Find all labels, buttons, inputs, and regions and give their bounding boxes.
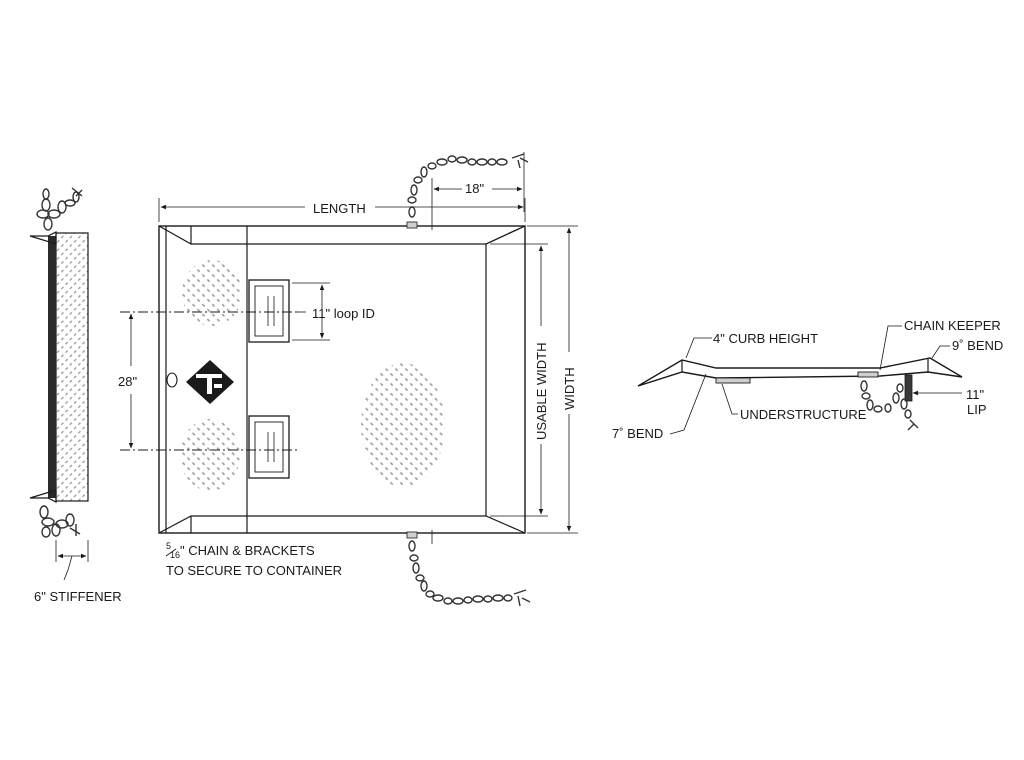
chain-profile	[860, 380, 919, 431]
lip-block	[904, 374, 913, 402]
bottom-bevel	[158, 515, 526, 534]
edge-view: 6" STIFFENER	[29, 187, 122, 604]
brand-logo	[186, 360, 234, 404]
stiffener-plate	[55, 232, 89, 502]
hand-hole	[166, 372, 178, 388]
understructure-block	[715, 377, 751, 384]
chain-bottom-plan	[408, 540, 531, 607]
chain-keeper-label: CHAIN KEEPER	[904, 318, 1001, 333]
lip-word-label: LIP	[967, 402, 987, 417]
length-label: LENGTH	[313, 201, 366, 216]
top-lip	[29, 231, 57, 245]
chain-brackets-line2: TO SECURE TO CONTAINER	[166, 563, 342, 578]
tread-patch-3	[361, 363, 445, 487]
usable-width-label: USABLE WIDTH	[534, 342, 549, 440]
chain-top-plan	[407, 152, 529, 218]
chain-spacing-label: 18"	[465, 181, 484, 196]
tread-patch-1	[182, 260, 242, 326]
chain-bottom-left	[39, 505, 81, 538]
bend-9-label: 9˚ BEND	[952, 338, 1003, 353]
curb-height-label: 4" CURB HEIGHT	[713, 331, 818, 346]
chain-keeper-block	[857, 371, 879, 378]
loop-spacing-label: 28"	[118, 374, 137, 389]
edge-bar	[48, 236, 56, 498]
forklift-loop-top	[248, 279, 290, 343]
bottom-lip	[29, 489, 57, 503]
chain-fraction-numerator: 5	[166, 541, 171, 551]
bend-7-label: 7˚ BEND	[612, 426, 663, 441]
chain-top-left	[36, 187, 83, 231]
ramp-profile	[637, 357, 963, 387]
loop-id-label: 11" loop ID	[312, 306, 375, 321]
understructure-label: UNDERSTRUCTURE	[740, 407, 867, 422]
forklift-loop-bottom	[248, 415, 290, 479]
tread-patch-2	[180, 419, 240, 491]
lip-value-label: 11"	[966, 387, 984, 402]
chain-brackets-line1: " CHAIN & BRACKETS	[180, 543, 315, 558]
width-label: WIDTH	[562, 367, 577, 410]
profile-view: 4" CURB HEIGHT CHAIN KEEPER 9˚ BEND UNDE…	[612, 318, 1003, 441]
plan-view: LENGTH 18" 11" loop ID 28" USABLE WIDTH …	[118, 152, 578, 607]
chain-fraction-denominator: 16	[170, 550, 180, 560]
stiffener-label: 6" STIFFENER	[34, 589, 122, 604]
